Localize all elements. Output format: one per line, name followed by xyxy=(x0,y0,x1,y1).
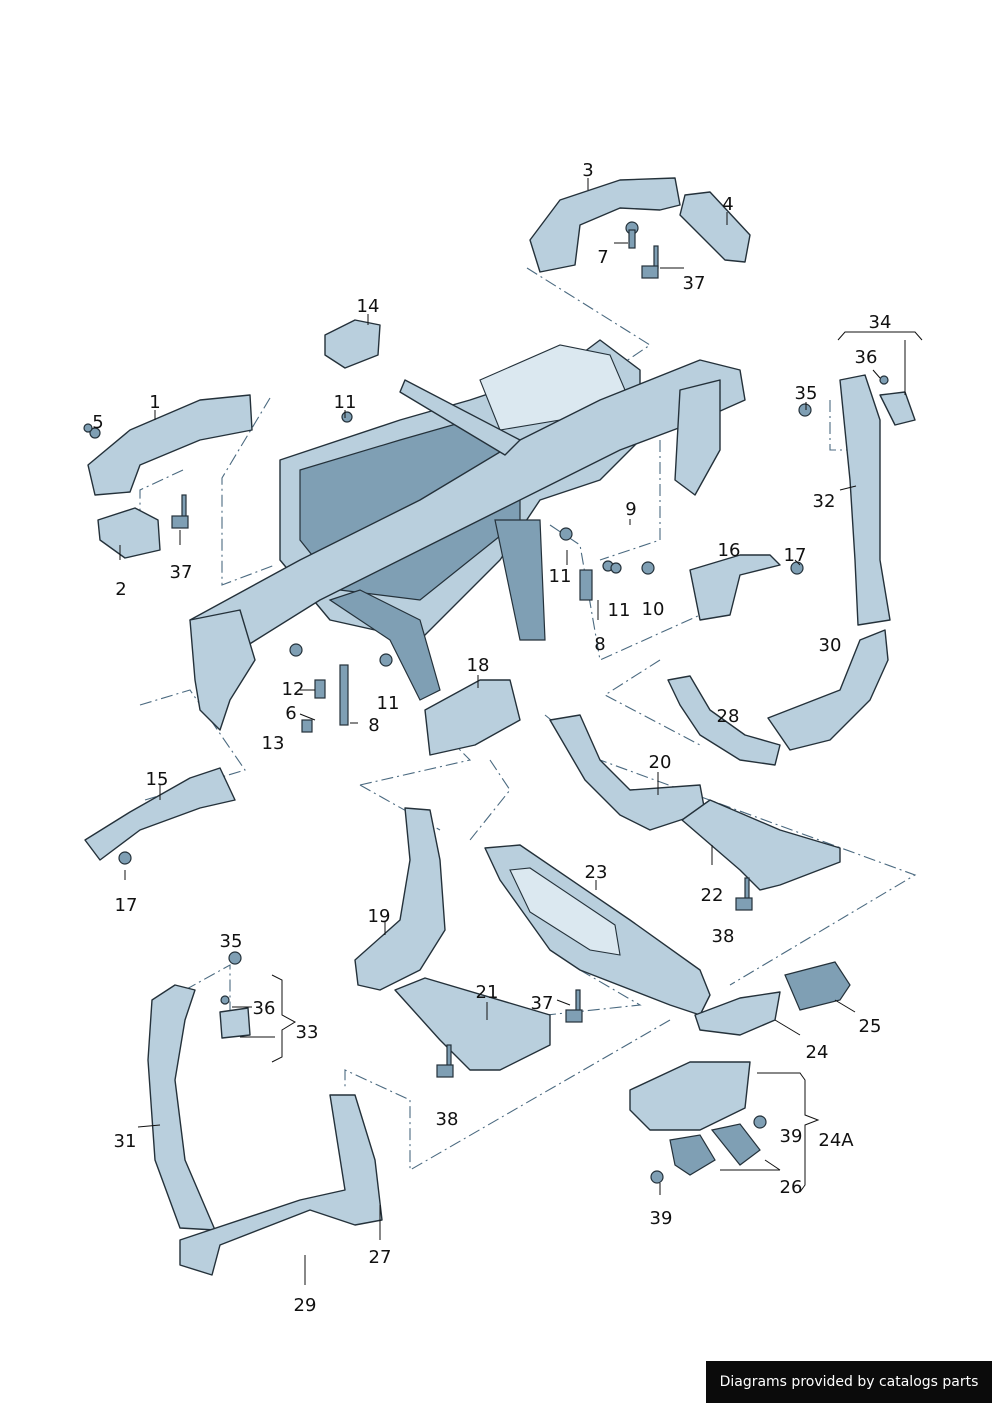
callout-7: 7 xyxy=(597,247,608,268)
callout-5: 5 xyxy=(92,412,103,433)
leader-lines xyxy=(119,178,923,1285)
callout-17: 17 xyxy=(115,895,138,916)
callout-38: 38 xyxy=(712,926,735,947)
callout-39: 39 xyxy=(780,1126,803,1147)
callout-36: 36 xyxy=(253,998,276,1019)
callout-37: 37 xyxy=(683,273,706,294)
callout-1: 1 xyxy=(149,392,160,413)
callout-37: 37 xyxy=(531,993,554,1014)
callout-2: 2 xyxy=(115,579,126,600)
callout-13: 13 xyxy=(262,733,285,754)
callout-4: 4 xyxy=(722,194,733,215)
callout-3: 3 xyxy=(582,160,593,181)
callout-17: 17 xyxy=(784,545,807,566)
callout-21: 21 xyxy=(476,982,499,1003)
callout-30: 30 xyxy=(819,635,842,656)
callout-35: 35 xyxy=(795,383,818,404)
callout-26: 26 xyxy=(780,1177,803,1198)
callout-18: 18 xyxy=(467,655,490,676)
part-shapes xyxy=(84,177,916,1276)
callouts: 3 4 7 37 14 34 36 35 1 5 11 32 9 16 17 2… xyxy=(92,160,891,1316)
callout-36: 36 xyxy=(855,347,878,368)
callout-22: 22 xyxy=(701,885,724,906)
fasteners xyxy=(83,221,889,1184)
callout-16: 16 xyxy=(718,540,741,561)
callout-8: 8 xyxy=(368,715,379,736)
callout-14: 14 xyxy=(357,296,380,317)
callout-27: 27 xyxy=(369,1247,392,1268)
callout-24A: 24A xyxy=(818,1130,854,1151)
callout-11: 11 xyxy=(334,392,357,413)
callout-32: 32 xyxy=(813,491,836,512)
callout-37: 37 xyxy=(170,562,193,583)
callout-11: 11 xyxy=(377,693,400,714)
callout-38: 38 xyxy=(436,1109,459,1130)
callout-29: 29 xyxy=(294,1295,317,1316)
callout-15: 15 xyxy=(146,769,169,790)
callout-39: 39 xyxy=(650,1208,673,1229)
callout-19: 19 xyxy=(368,906,391,927)
callout-6: 6 xyxy=(285,703,296,724)
callout-24: 24 xyxy=(806,1042,829,1063)
callout-11: 11 xyxy=(549,566,572,587)
watermark-label: Diagrams provided by catalogs parts xyxy=(706,1361,992,1403)
callout-28: 28 xyxy=(717,706,740,727)
callout-34: 34 xyxy=(869,312,892,333)
callout-10: 10 xyxy=(642,599,665,620)
instrument-panel-carrier xyxy=(189,339,746,731)
callout-25: 25 xyxy=(859,1016,882,1037)
callout-23: 23 xyxy=(585,862,608,883)
callout-9: 9 xyxy=(625,499,636,520)
callout-20: 20 xyxy=(649,752,672,773)
callout-8: 8 xyxy=(594,634,605,655)
callout-11: 11 xyxy=(608,600,631,621)
callout-35: 35 xyxy=(220,931,243,952)
callout-33: 33 xyxy=(296,1022,319,1043)
callout-12: 12 xyxy=(282,679,305,700)
callout-31: 31 xyxy=(114,1131,137,1152)
